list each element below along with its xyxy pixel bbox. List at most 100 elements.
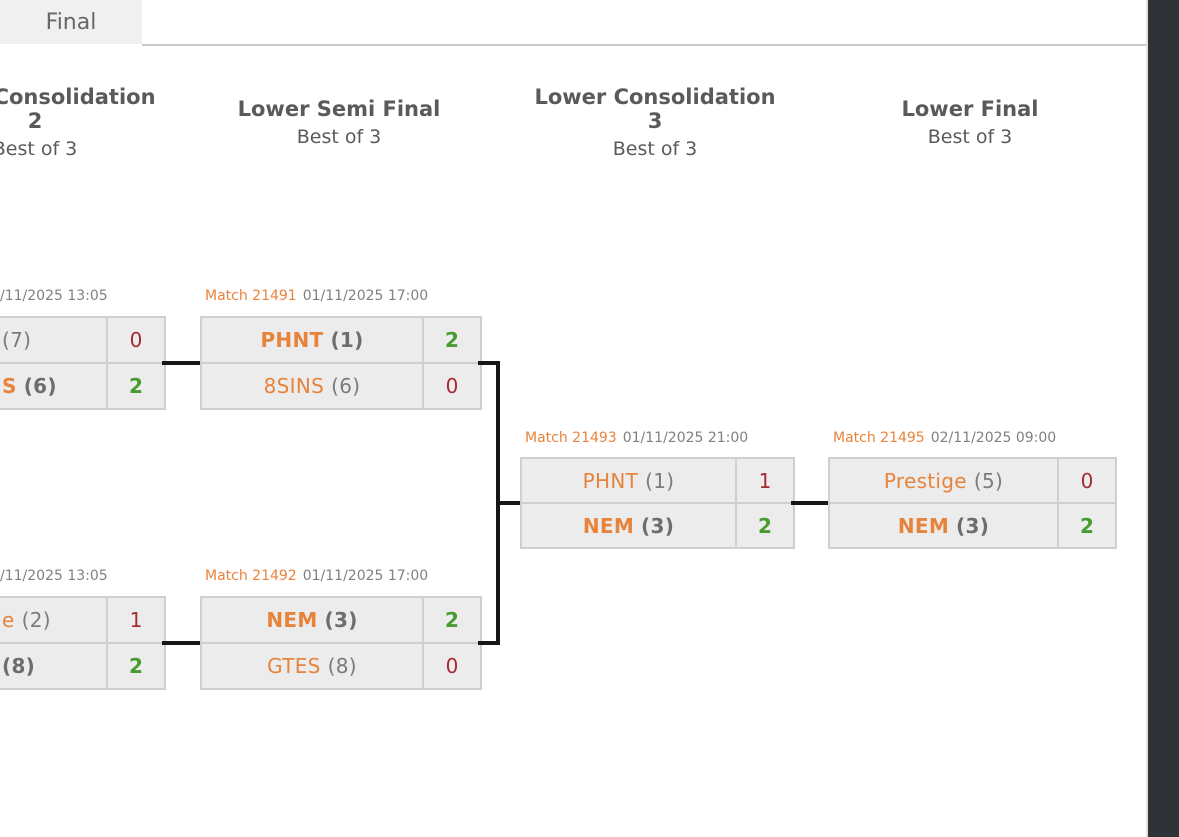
team-name-cell: NEM(3) bbox=[522, 504, 735, 547]
team-name-cell: NEM(3) bbox=[202, 598, 422, 642]
round-subtitle: Best of 3 bbox=[612, 138, 698, 160]
match-label-left-bottom: /11/2025 13:05 bbox=[0, 568, 108, 584]
team-row: PHNT(1) 2 bbox=[202, 318, 480, 362]
team-name-cell: PHNT(1) bbox=[202, 318, 422, 362]
team-score: 2 bbox=[129, 654, 143, 678]
team-name-cell: S(6) bbox=[0, 364, 106, 408]
team-name-cell: e(2) bbox=[0, 598, 106, 642]
round-header-lower-consolidation-3: Lower Consolidation 3 Best of 3 bbox=[485, 85, 825, 161]
tab-final[interactable]: Final bbox=[0, 0, 142, 44]
team-name: GTES bbox=[267, 654, 321, 678]
team-row: Prestige(5) 0 bbox=[830, 459, 1115, 502]
team-score: 0 bbox=[1080, 468, 1094, 493]
match-label-left-top: /11/2025 13:05 bbox=[0, 288, 108, 304]
match-box-left-bottom[interactable]: e(2) 1 (8) 2 bbox=[0, 596, 166, 690]
team-row: (8) 2 bbox=[0, 644, 164, 688]
team-name-cell: PHNT(1) bbox=[522, 459, 735, 502]
team-score-cell: 2 bbox=[108, 364, 164, 408]
team-score: 2 bbox=[445, 328, 459, 352]
team-seed: (2) bbox=[21, 608, 51, 632]
team-seed: (7) bbox=[2, 328, 32, 352]
team-score: 0 bbox=[445, 374, 459, 398]
team-seed: (6) bbox=[331, 374, 361, 398]
team-score-cell: 2 bbox=[424, 598, 480, 642]
team-score: 2 bbox=[445, 608, 459, 632]
team-score: 2 bbox=[758, 513, 772, 538]
team-score: 0 bbox=[445, 654, 459, 678]
team-score: 2 bbox=[129, 374, 143, 398]
round-title: Lower Semi Final bbox=[237, 97, 441, 121]
team-name: S bbox=[2, 374, 17, 398]
tab-final-label: Final bbox=[45, 9, 97, 35]
team-row: PHNT(1) 1 bbox=[522, 459, 793, 502]
match-box-left-top[interactable]: (7) 0 S(6) 2 bbox=[0, 316, 166, 410]
match-box-21493[interactable]: PHNT(1) 1 NEM(3) 2 bbox=[520, 457, 795, 549]
team-name: NEM bbox=[897, 513, 950, 538]
team-row: GTES(8) 0 bbox=[202, 644, 480, 688]
team-seed: (3) bbox=[641, 513, 675, 538]
round-subtitle: Best of 3 bbox=[0, 138, 78, 160]
round-title: Lower Consolidation 2 bbox=[0, 85, 156, 133]
team-row: NEM(3) 2 bbox=[522, 504, 793, 547]
team-score: 2 bbox=[1080, 513, 1094, 538]
team-score-cell: 1 bbox=[737, 459, 793, 502]
team-seed: (8) bbox=[327, 654, 357, 678]
team-row: e(2) 1 bbox=[0, 598, 164, 642]
round-header-lower-semi-final: Lower Semi Final Best of 3 bbox=[169, 97, 509, 149]
connector-left-bottom-to-21492 bbox=[162, 641, 200, 645]
team-name: NEM bbox=[266, 608, 318, 632]
team-score-cell: 2 bbox=[737, 504, 793, 547]
round-header-lower-consolidation-2: Lower Consolidation 2 Best of 3 bbox=[0, 85, 205, 161]
team-row: 8SINS(6) 0 bbox=[202, 364, 480, 408]
team-score: 0 bbox=[129, 328, 143, 352]
team-row: NEM(3) 2 bbox=[202, 598, 480, 642]
team-row: NEM(3) 2 bbox=[830, 504, 1115, 547]
team-row: S(6) 2 bbox=[0, 364, 164, 408]
team-name-cell: Prestige(5) bbox=[830, 459, 1057, 502]
team-seed: (8) bbox=[2, 654, 36, 678]
team-score-cell: 1 bbox=[108, 598, 164, 642]
team-seed: (5) bbox=[973, 468, 1004, 493]
team-score: 1 bbox=[758, 468, 772, 493]
round-title: Lower Consolidation 3 bbox=[534, 85, 776, 133]
round-header-lower-final: Lower Final Best of 3 bbox=[800, 97, 1140, 149]
round-subtitle: Best of 3 bbox=[927, 126, 1013, 148]
connector-21493-to-21495 bbox=[791, 501, 828, 505]
team-seed: (1) bbox=[330, 328, 364, 352]
right-dark-panel bbox=[1146, 0, 1179, 837]
match-box-21492[interactable]: NEM(3) 2 GTES(8) 0 bbox=[200, 596, 482, 690]
team-row: (7) 0 bbox=[0, 318, 164, 362]
team-name: PHNT bbox=[260, 328, 324, 352]
round-subtitle: Best of 3 bbox=[296, 126, 382, 148]
team-score-cell: 0 bbox=[424, 364, 480, 408]
team-score-cell: 0 bbox=[108, 318, 164, 362]
team-score-cell: 2 bbox=[108, 644, 164, 688]
team-score: 1 bbox=[129, 608, 143, 632]
connector-21492-out bbox=[478, 641, 500, 645]
team-score-cell: 2 bbox=[424, 318, 480, 362]
team-name: Prestige bbox=[883, 468, 967, 493]
round-title: Lower Final bbox=[901, 97, 1039, 121]
team-name: PHNT bbox=[582, 468, 639, 493]
team-name-cell: NEM(3) bbox=[830, 504, 1057, 547]
match-box-21495[interactable]: Prestige(5) 0 NEM(3) 2 bbox=[828, 457, 1117, 549]
team-name-cell: (7) bbox=[0, 318, 106, 362]
team-name-cell: 8SINS(6) bbox=[202, 364, 422, 408]
team-seed: (3) bbox=[324, 608, 358, 632]
team-name: e bbox=[2, 608, 15, 632]
team-score-cell: 0 bbox=[424, 644, 480, 688]
connector-into-21493 bbox=[496, 501, 520, 505]
team-name: NEM bbox=[582, 513, 635, 538]
tabs-underline bbox=[142, 44, 1146, 46]
team-seed: (3) bbox=[956, 513, 990, 538]
team-name: 8SINS bbox=[263, 374, 325, 398]
connector-left-top-to-21491 bbox=[162, 361, 200, 365]
team-name-cell: (8) bbox=[0, 644, 106, 688]
connector-21491-out bbox=[478, 361, 500, 365]
team-score-cell: 0 bbox=[1059, 459, 1115, 502]
match-box-21491[interactable]: PHNT(1) 2 8SINS(6) 0 bbox=[200, 316, 482, 410]
